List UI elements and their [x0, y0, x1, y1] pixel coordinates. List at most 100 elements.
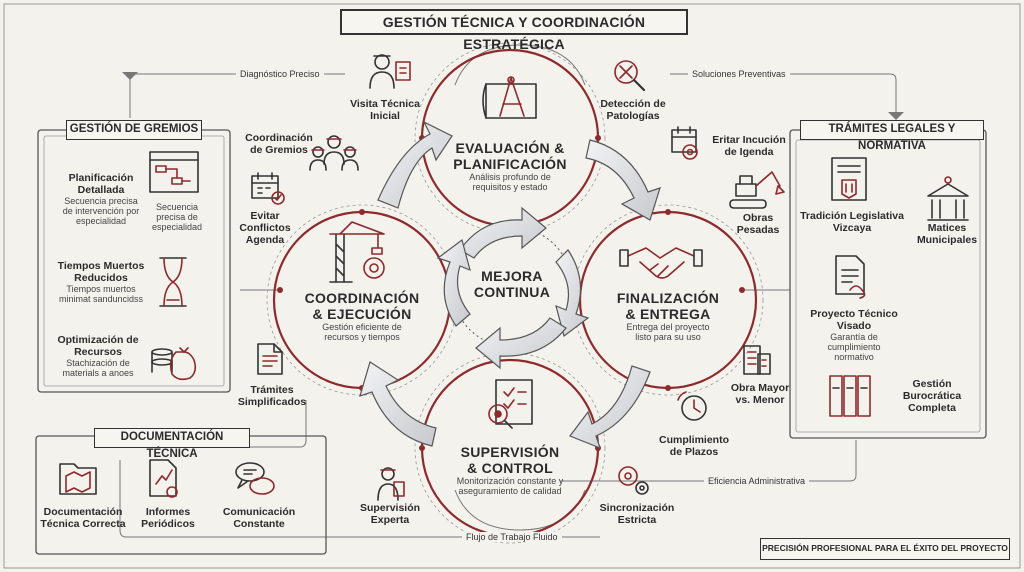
sincronizacion-label1: Sincronización [599, 502, 675, 514]
coord-gremios-label2: de Gremios [250, 144, 308, 156]
inspector-icon [369, 54, 411, 89]
plan-side1: Secuencia [155, 202, 199, 212]
hub-coordinacion: COORDINACIÓN & EJECUCIÓN Gestión eficien… [292, 290, 432, 342]
tramites-tradicion: Tradición Legislativa Vizcaya [800, 210, 904, 234]
hub-finalizacion-title2: & ENTREGA [625, 306, 711, 322]
visita-label2: Inicial [370, 110, 400, 122]
chat-bubbles-icon [235, 462, 275, 495]
docs-item-0: Documentación Técnica Correcta [38, 506, 128, 530]
hub-coordinacion-sub1: Gestión eficiente de [322, 322, 402, 332]
optim-sub1: Stachización de [66, 358, 130, 368]
satellite-obras-pesadas: Obras Pesadas [728, 212, 788, 236]
plan-side3: especialidad [151, 222, 203, 232]
docs-item-1-line1: Informes [145, 506, 191, 518]
docs-item-0-line2: Técnica Correcta [40, 518, 126, 530]
tramites-label1: Trámites [250, 384, 294, 396]
town-hall-icon [927, 176, 969, 221]
arrow-final-to-superv [569, 365, 651, 450]
proyecto-sub3: normativo [834, 352, 874, 362]
optim-title1: Optimización de [57, 334, 139, 346]
docs-item-1: Informes Periódicos [128, 506, 208, 530]
tradicion-line2: Vizcaya [832, 222, 872, 234]
center-arrow-top [459, 206, 547, 259]
gestion-line3: Completa [908, 402, 956, 414]
excavator-icon [729, 171, 785, 209]
workers-icon [309, 135, 359, 171]
gremios-tiempos: Tiempos Muertos Reducidos Tiempos muerto… [50, 260, 152, 304]
visita-label1: Visita Técnica [350, 98, 420, 110]
gremios-plan: Planificación Detallada Secuencia precis… [52, 172, 150, 226]
hub-evaluacion-sub2: requisitos y estado [472, 182, 548, 192]
plan-title1: Planificación [68, 172, 134, 184]
plan-sub1: Secuencia precisa [64, 196, 138, 206]
matices-line2: Municipales [916, 234, 978, 246]
supervision-experta-label1: Supervisión [359, 502, 421, 514]
bottom-arc [454, 489, 586, 531]
flow-flujo: Flujo de Trabajo Fluido [462, 532, 562, 542]
arrow-eval-to-final [585, 139, 661, 221]
hub-finalizacion-title1: FINALIZACIÓN [616, 290, 720, 306]
satellite-tramites: Trámites Simplificados [232, 384, 312, 408]
footer-banner: PRECISIÓN PROFESIONAL PARA EL ÉXITO DEL … [760, 538, 1010, 560]
docs-item-2-line2: Constante [233, 518, 285, 530]
flow-line-diagnostico [129, 73, 345, 118]
hub-supervision-sub2: aseguramiento de calidad [458, 486, 562, 496]
satellite-obra-mayor: Obra Mayor vs. Menor [724, 382, 796, 406]
plan-side2: precisa de [156, 212, 198, 222]
tramites-gestion: Gestión Burocrática Completa [894, 378, 970, 414]
tradicion-line1: Tradición Legislativa [800, 210, 904, 222]
plan-sub3: especialidad [75, 216, 127, 226]
satellite-evitar-incucion: Eritar Incución de Igenda [704, 134, 794, 158]
proyecto-sub1: Garantía de [830, 332, 878, 342]
tramites-label2: Simplificados [237, 396, 307, 408]
center-arrow-right [555, 249, 590, 338]
evitar-conflictos-label1: Evitar [250, 210, 280, 222]
page-title: GESTIÓN TÉCNICA Y COORDINACIÓN ESTRATÉGI… [340, 9, 688, 52]
satellite-supervision-experta: Supervisión Experta [354, 502, 426, 526]
flow-soluciones: Soluciones Preventivas [688, 69, 790, 79]
clock-icon [677, 391, 707, 421]
checklist-eye-icon [488, 379, 533, 429]
flow-line-eficiencia [560, 440, 857, 482]
report-chart-icon [149, 459, 178, 498]
docs-item-0-line1: Documentación [43, 506, 123, 518]
evitar-incucion-label2: de Igenda [724, 146, 774, 158]
hub-supervision-title1: SUPERVISIÓN [460, 444, 560, 460]
hub-finalizacion: FINALIZACIÓN & ENTREGA Entrega del proye… [598, 290, 738, 342]
satellite-cumplimiento: Cumplimiento de Plazos [654, 434, 734, 458]
outer-frame [3, 3, 1021, 569]
satellite-coord-gremios: Coordinación de Gremios [238, 132, 320, 156]
hub-finalizacion-sub1: Entrega del proyecto [626, 322, 710, 332]
calendar-check-icon [251, 172, 285, 205]
gestion-line1: Gestión [912, 378, 952, 390]
satellite-deteccion: Detección de Patologías [588, 98, 678, 122]
tiempos-sub2: minimat sanduncidss [58, 294, 144, 304]
center-arrow-left [436, 238, 471, 327]
hub-evaluacion-title1: EVALUACIÓN & [455, 140, 565, 156]
flowchart-window-icon [149, 151, 199, 193]
hub-supervision-title2: & CONTROL [467, 460, 553, 476]
docs-heading: DOCUMENTACIÓN TÉCNICA [94, 428, 250, 460]
obras-pesadas-label2: Pesadas [736, 224, 780, 236]
obra-mayor-label1: Obra Mayor [730, 382, 790, 394]
hourglass-icon [159, 257, 187, 307]
evitar-conflictos-label3: Agenda [245, 234, 285, 246]
magnifier-icon [614, 60, 646, 92]
gestion-line2: Burocrática [902, 390, 962, 402]
link-docs [240, 400, 307, 448]
money-stack-icon [151, 347, 197, 381]
crane-gear-icon [329, 221, 385, 283]
tiempos-sub1: Tiempos muertos [66, 284, 136, 294]
satellite-sincronizacion: Sincronización Estricta [592, 502, 682, 526]
proyecto-line2: Visado [836, 320, 872, 332]
hub-supervision: SUPERVISIÓN & CONTROL Monitorización con… [440, 444, 580, 496]
top-arc [454, 44, 586, 86]
hub-supervision-sub1: Monitorización constante y [456, 476, 564, 486]
evitar-incucion-label1: Eritar Incución [712, 134, 786, 146]
supervision-experta-label2: Experta [370, 514, 410, 526]
flow-line-soluciones [670, 73, 897, 118]
optim-title2: Recursos [74, 346, 122, 358]
supervisor-icon [377, 467, 405, 501]
folder-map-icon [59, 463, 97, 495]
tramites-matices: Matices Municipales [912, 222, 982, 246]
